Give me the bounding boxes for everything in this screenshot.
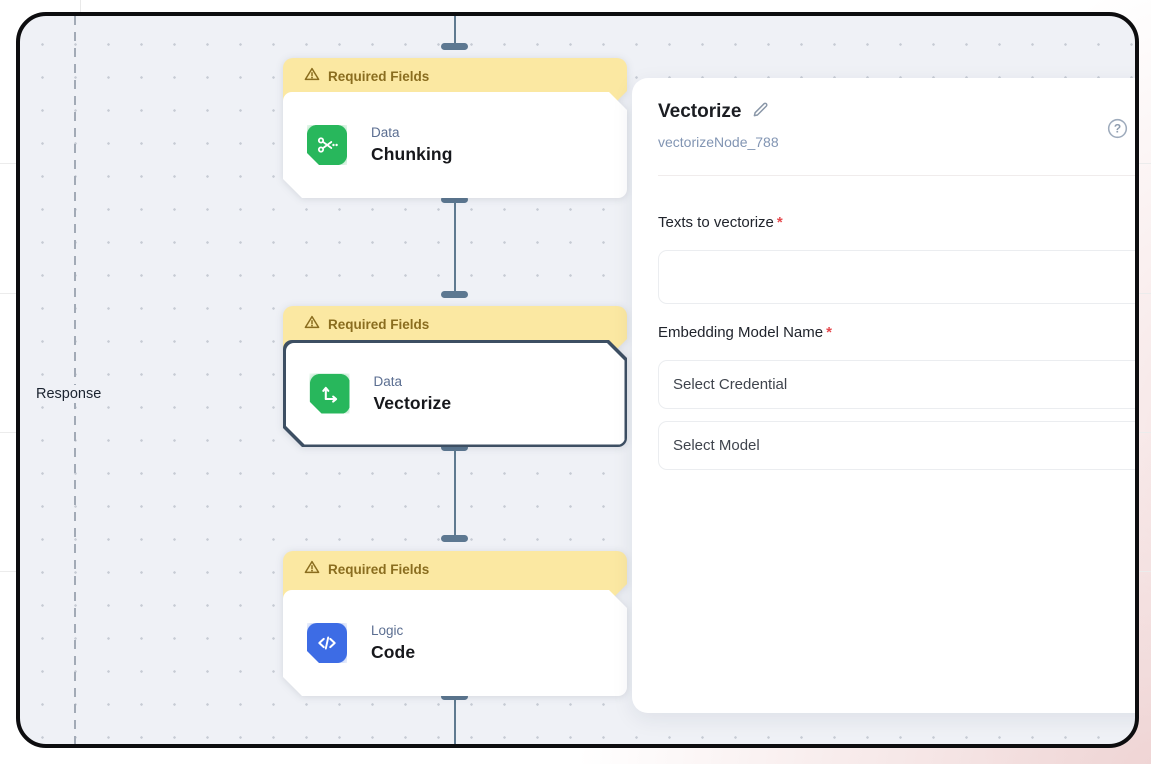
- workflow-canvas[interactable]: Response Required Fields: [20, 16, 1135, 744]
- warning-icon: [304, 314, 320, 335]
- connector-handle[interactable]: [441, 693, 468, 700]
- edge-line: [454, 699, 456, 744]
- node-category: Data: [373, 373, 403, 389]
- select-model-dropdown[interactable]: Select Model: [658, 421, 1135, 470]
- node-title: Chunking: [371, 144, 453, 164]
- connector-handle[interactable]: [441, 196, 468, 203]
- node-code[interactable]: Required Fields Logic Code: [283, 551, 627, 696]
- node-category: Data: [371, 125, 400, 140]
- connector-handle[interactable]: [441, 444, 468, 451]
- node-vectorize[interactable]: Required Fields Data Vectorize: [283, 306, 627, 447]
- panel-title: Vectorize: [658, 101, 742, 122]
- embedding-model-name-label: Embedding Model Name*: [658, 324, 832, 341]
- required-marker: *: [776, 214, 783, 231]
- warning-icon: [304, 559, 320, 580]
- code-icon: [307, 623, 347, 663]
- select-credential-dropdown[interactable]: Select Credential: [658, 360, 1135, 409]
- app-window-frame: Response Required Fields: [16, 12, 1139, 748]
- texts-to-vectorize-input[interactable]: [658, 250, 1135, 304]
- edge-line: [454, 450, 456, 536]
- axes-arrows-icon: [310, 374, 350, 414]
- response-label: Response: [33, 385, 105, 403]
- node-config-panel: Vectorize ? vectorizeNode_788 Texts to v…: [632, 78, 1135, 713]
- help-icon[interactable]: ?: [1106, 117, 1129, 140]
- banner-label: Required Fields: [328, 561, 430, 577]
- banner-label: Required Fields: [328, 316, 430, 332]
- background-rule: [80, 0, 81, 12]
- connector-handle[interactable]: [441, 535, 468, 542]
- node-id-label: vectorizeNode_788: [658, 134, 779, 150]
- edge-line: [454, 202, 456, 292]
- node-chunking[interactable]: Required Fields Data Chunking: [283, 58, 627, 198]
- divider: [658, 175, 1135, 176]
- warning-icon: [304, 66, 320, 87]
- banner-label: Required Fields: [328, 68, 430, 84]
- connector-handle[interactable]: [441, 291, 468, 298]
- edge-line: [454, 16, 456, 44]
- connector-handle[interactable]: [441, 43, 468, 50]
- node-category: Logic: [371, 623, 404, 638]
- response-guide-line: [74, 16, 76, 744]
- svg-text:?: ?: [1114, 122, 1121, 136]
- node-title: Vectorize: [373, 392, 452, 413]
- scissors-icon: [307, 125, 347, 165]
- texts-to-vectorize-label: Texts to vectorize*: [658, 214, 783, 231]
- required-marker: *: [826, 324, 832, 341]
- pencil-icon[interactable]: [751, 100, 770, 124]
- node-title: Code: [371, 642, 416, 662]
